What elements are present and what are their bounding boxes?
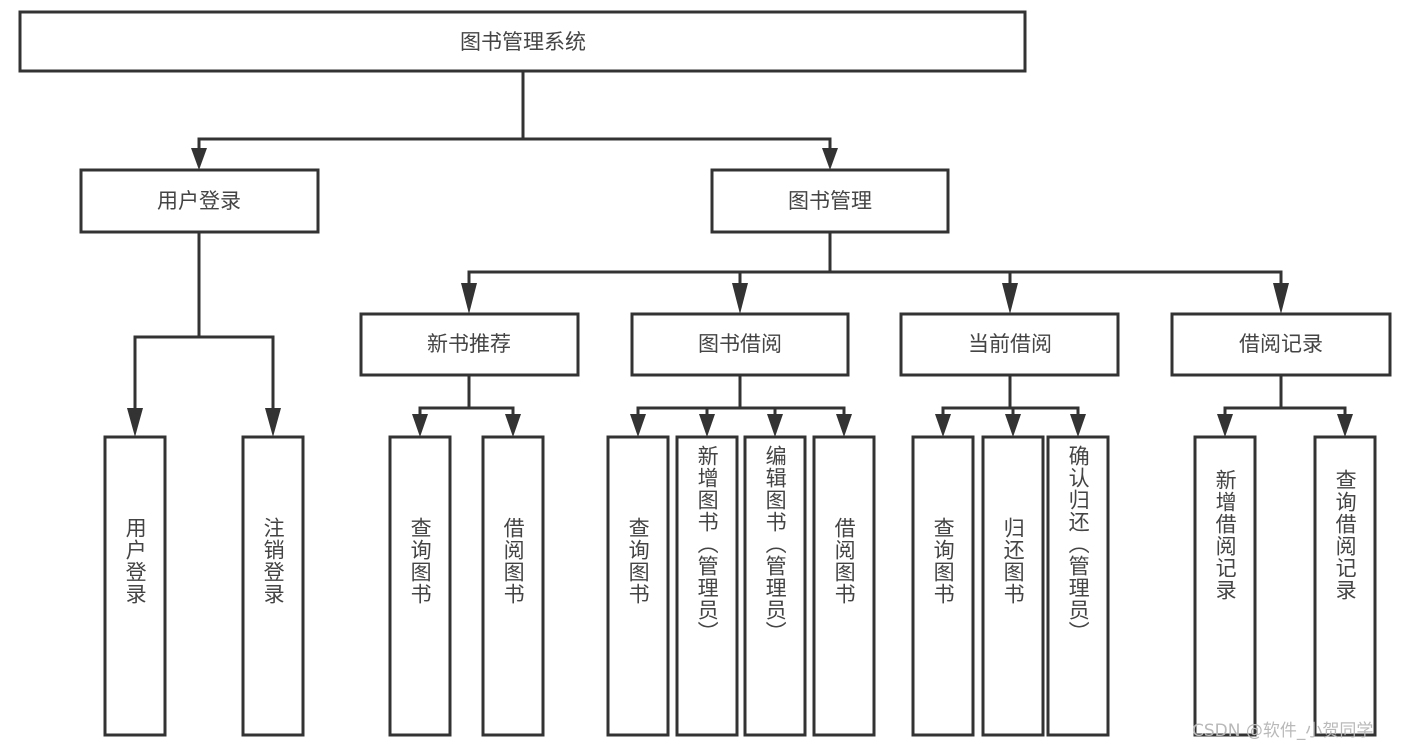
node-book-borrow-label: 图书借阅 (698, 332, 782, 356)
node-root-label: 图书管理系统 (460, 30, 586, 54)
connector-group (127, 69, 1353, 437)
node-new-book-recommend[interactable]: 新书推荐 (359, 312, 580, 377)
leaf-box-current-borrow-0[interactable] (911, 435, 975, 737)
node-current-borrow-box[interactable] (899, 312, 1120, 377)
leaf-box-book-borrow-0[interactable] (606, 435, 670, 737)
arrow-cb-child-2 (1005, 414, 1021, 437)
node-new-book-recommend-label: 新书推荐 (427, 332, 511, 356)
leaf-box-borrow-record-0[interactable] (1193, 435, 1257, 737)
arrow-nb-child-1 (412, 414, 428, 437)
node-user-login[interactable]: 用户登录 (79, 168, 320, 234)
arrow-to-current-borrow (1002, 283, 1018, 314)
arrow-br-child-2 (1337, 414, 1353, 437)
arrow-bb-child-1 (630, 414, 646, 437)
node-borrow-record[interactable]: 借阅记录 (1170, 312, 1392, 377)
node-borrow-record-box[interactable] (1170, 312, 1392, 377)
leaf-box-borrow-record-1[interactable] (1313, 435, 1377, 737)
node-user-login-label: 用户登录 (157, 189, 241, 213)
arrow-to-new-book (461, 283, 477, 314)
node-current-borrow-label: 当前借阅 (968, 332, 1052, 356)
arrow-bb-child-3 (767, 414, 783, 437)
leaf-box-new-book-1[interactable] (481, 435, 545, 737)
arrow-ul-child-2 (265, 408, 281, 437)
node-book-borrow-box[interactable] (630, 312, 850, 377)
arrow-ul-child-1 (127, 408, 143, 437)
arrow-cb-child-3 (1070, 414, 1086, 437)
arrow-cb-child-1 (935, 414, 951, 437)
node-user-login-box[interactable] (79, 168, 320, 234)
arrow-bb-child-4 (836, 414, 852, 437)
node-root[interactable]: 图书管理系统 (18, 10, 1027, 73)
node-new-book-recommend-box[interactable] (359, 312, 580, 377)
leaf-box-book-borrow-2[interactable] (743, 435, 807, 737)
node-book-borrow[interactable]: 图书借阅 (630, 312, 850, 377)
leaf-box-user-login-0[interactable] (103, 435, 167, 737)
node-book-manage-box[interactable] (710, 168, 950, 234)
leaf-box-current-borrow-2[interactable] (1046, 435, 1110, 737)
arrow-to-book-manage (822, 148, 838, 170)
node-book-manage[interactable]: 图书管理 (710, 168, 950, 234)
node-root-box[interactable] (18, 10, 1027, 73)
arrow-br-child-1 (1217, 414, 1233, 437)
leaf-box-user-login-1[interactable] (241, 435, 305, 737)
node-current-borrow[interactable]: 当前借阅 (899, 312, 1120, 377)
arrow-nb-child-2 (505, 414, 521, 437)
arrow-to-book-borrow (732, 283, 748, 314)
arrow-bb-child-2 (699, 414, 715, 437)
leaf-box-current-borrow-1[interactable] (981, 435, 1045, 737)
node-borrow-record-label: 借阅记录 (1239, 332, 1323, 356)
leaf-box-book-borrow-3[interactable] (812, 435, 876, 737)
leaf-box-new-book-0[interactable] (388, 435, 452, 737)
arrow-to-borrow-record (1273, 283, 1289, 314)
arrow-to-user-login (191, 148, 207, 170)
node-book-manage-label: 图书管理 (788, 189, 872, 213)
leaf-box-book-borrow-1[interactable] (675, 435, 739, 737)
